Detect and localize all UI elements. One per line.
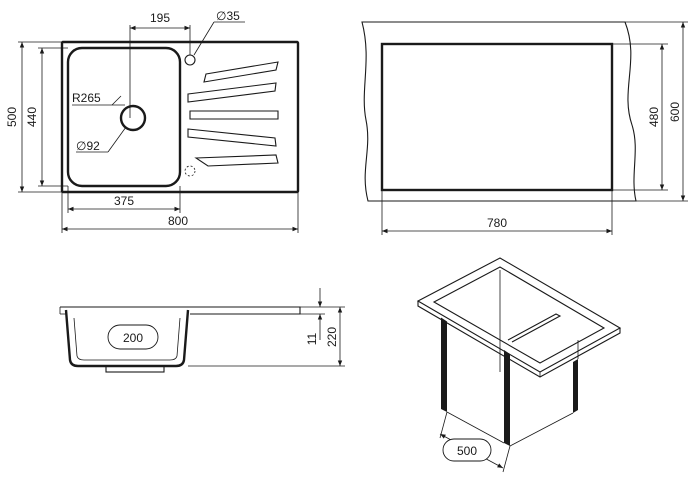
dim-cabinet-height-inner: 480: [647, 107, 661, 127]
iso-frame-outer: [416, 257, 622, 373]
countertop-outline: [361, 21, 637, 202]
dim-bowl-width: 375: [114, 194, 134, 208]
dim-total-width: 800: [168, 214, 188, 228]
sink-section-view: 200 11 220: [59, 288, 345, 373]
iso-frame-inner: [432, 266, 606, 364]
section-drain: [105, 365, 165, 373]
bowl-outline: [66, 46, 182, 188]
dim-bowl-depth: 200: [123, 331, 143, 345]
dim-cabinet-height-outer: 600: [668, 102, 682, 122]
dim-hole-offset: 195: [150, 11, 170, 25]
cabinet-cutout-view: 780 480 600: [361, 21, 688, 235]
tap-hole: [184, 54, 196, 66]
dim-cabinet-bubble: [442, 438, 492, 462]
iso-left-panel: [441, 318, 447, 412]
dim-iso-cabinet: 500: [457, 444, 477, 458]
iso-front-panel: [504, 350, 510, 446]
drainboard-grooves: [187, 61, 279, 167]
dim-height-outer: 500: [5, 107, 19, 127]
drain-hole: [119, 104, 147, 132]
dim-drain: ∅92: [76, 139, 100, 153]
section-rim: [60, 306, 301, 315]
dim-radius: R265: [72, 91, 101, 105]
dim-cabinet-width: 780: [487, 216, 507, 230]
dim-total-depth: 220: [325, 327, 339, 347]
overflow-hole: [184, 165, 196, 177]
cutout-rect: [380, 42, 614, 192]
dim-tap-hole: ∅35: [216, 9, 240, 23]
iso-right-panel: [573, 359, 578, 413]
dim-height-inner: 440: [25, 107, 39, 127]
dim-bowl-depth-bubble: [107, 324, 159, 350]
sink-top-view: 195 ∅35 R265 ∅92 500 440 375 800: [5, 9, 300, 233]
dim-rim: 11: [305, 332, 319, 345]
isometric-view: 500: [416, 257, 622, 473]
